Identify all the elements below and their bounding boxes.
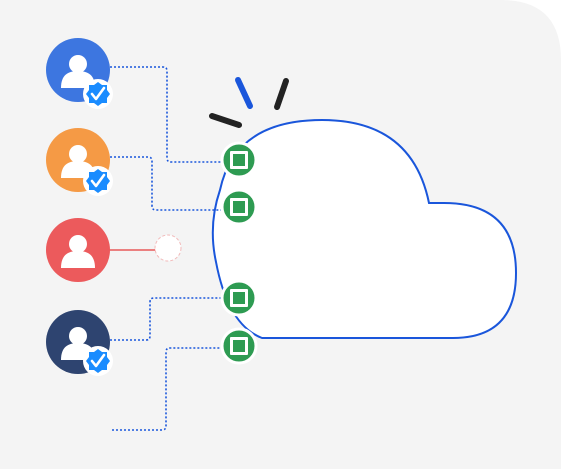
verified-badge-icon (83, 79, 113, 109)
port-1 (220, 141, 258, 179)
port-3 (220, 279, 258, 317)
port-4 (220, 327, 258, 365)
connector-user-navy (110, 297, 222, 341)
blocked-port-icon (154, 234, 182, 262)
user-avatar-red (46, 218, 110, 282)
spark-lines (209, 77, 289, 128)
connector-unassigned (112, 347, 222, 431)
verified-badge-icon (83, 346, 113, 376)
port-2 (220, 188, 258, 226)
cloud-icon (211, 118, 518, 339)
verified-badge-icon (83, 166, 113, 196)
